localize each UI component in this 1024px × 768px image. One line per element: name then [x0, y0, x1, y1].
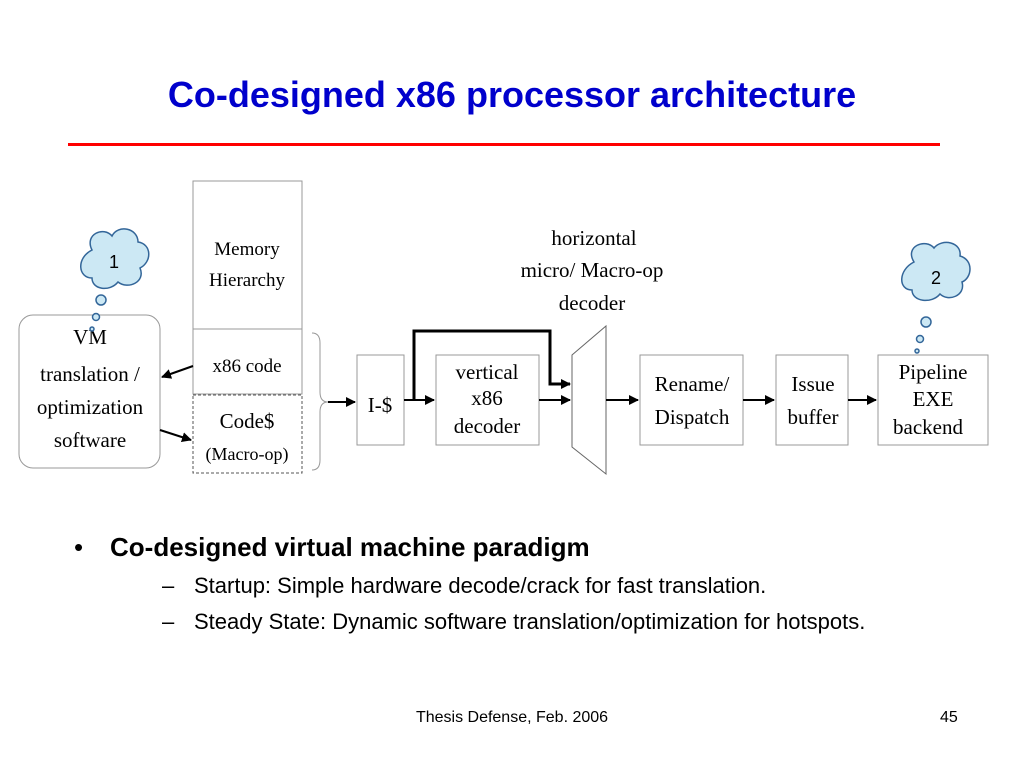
pipeline-line1: Pipeline: [899, 360, 968, 384]
bullet-main: • Co-designed virtual machine paradigm –…: [70, 532, 950, 637]
bullet-list: • Co-designed virtual machine paradigm –…: [70, 532, 950, 643]
memory-hierarchy-label-line1: Memory: [214, 239, 280, 260]
vm-software-block: VM translation / optimization software: [18, 314, 161, 469]
horizontal-decoder-shape: [571, 324, 607, 476]
title-underline: [68, 143, 940, 146]
code-cache-block: Code$ (Macro-op): [192, 394, 303, 474]
arrow-x86code-to-vm: [161, 365, 194, 379]
horizontal-decoder-line2: micro/ Macro-op: [521, 258, 664, 282]
sub-bullet-1: – Startup: Simple hardware decode/crack …: [110, 571, 950, 601]
bypass-path-arrow: [412, 329, 571, 400]
callout-cloud-2: 2: [901, 241, 971, 354]
icache-label: I-$: [368, 393, 393, 417]
dash-glyph-1: –: [162, 573, 175, 598]
vm-label-line2: translation /: [40, 362, 140, 386]
icache-block: I-$: [356, 354, 405, 446]
code-cache-label: Code$: [220, 409, 275, 433]
bullet-glyph: •: [74, 532, 84, 562]
sub-bullet-list: – Startup: Simple hardware decode/crack …: [110, 571, 950, 637]
vm-label-line3: optimization: [37, 395, 144, 419]
rename-dispatch-block: Rename/ Dispatch: [639, 354, 744, 446]
issue-line1: Issue: [791, 372, 834, 396]
horizontal-decoder-line3: decoder: [559, 291, 625, 315]
code-cache-sublabel: (Macro-op): [206, 444, 289, 465]
issue-line2: buffer: [788, 405, 839, 429]
memory-hierarchy-label-line2: Hierarchy: [209, 270, 285, 291]
rename-line2: Dispatch: [655, 405, 730, 429]
sub-bullet-1-text: Startup: Simple hardware decode/crack fo…: [194, 573, 767, 598]
pipeline-block: Pipeline EXE backend: [877, 354, 989, 446]
vertical-decoder-line1: vertical: [456, 360, 519, 384]
x86-code-label: x86 code: [212, 356, 281, 377]
sub-bullet-2: – Steady State: Dynamic software transla…: [110, 607, 950, 637]
page-number: 45: [940, 709, 958, 726]
slide-title: Co-designed x86 processor architecture: [167, 74, 857, 115]
callout-1-number: 1: [109, 252, 119, 272]
pipeline-line2: EXE: [913, 387, 954, 411]
brace: [311, 332, 329, 471]
vertical-decoder-block: vertical x86 decoder: [435, 354, 540, 446]
architecture-diagram: Memory Hierarchy x86 code Code$ (Macro-o…: [18, 180, 989, 476]
memory-hierarchy-block: Memory Hierarchy: [192, 180, 303, 330]
sub-bullet-2-text: Steady State: Dynamic software translati…: [194, 609, 866, 634]
dash-glyph-2: –: [162, 609, 175, 634]
issue-buffer-block: Issue buffer: [775, 354, 849, 446]
x86-code-block: x86 code: [192, 328, 303, 395]
callout-cloud-1: 1: [80, 228, 150, 332]
vm-label-line4: software: [54, 428, 126, 452]
arrow-vm-to-codecache: [159, 429, 192, 442]
pipeline-line3: backend: [893, 415, 963, 439]
rename-line1: Rename/: [655, 372, 730, 396]
vertical-decoder-line2: x86: [471, 386, 503, 410]
vertical-decoder-line3: decoder: [454, 414, 520, 438]
callout-2-number: 2: [931, 268, 941, 288]
horizontal-decoder-line1: horizontal: [551, 226, 636, 250]
bullet-main-text: Co-designed virtual machine paradigm: [110, 532, 590, 562]
footer-caption: Thesis Defense, Feb. 2006: [415, 709, 609, 726]
